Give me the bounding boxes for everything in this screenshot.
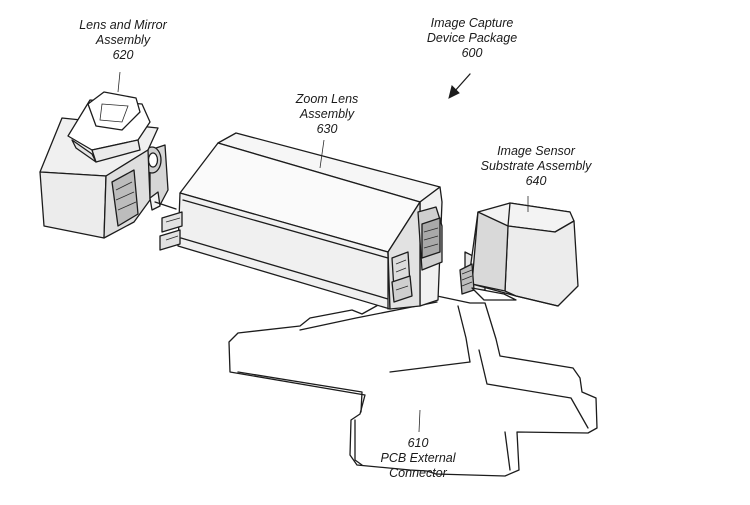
lens-leader-line xyxy=(117,71,121,93)
label-lens-mirror-assembly: Lens and Mirror Assembly 620 xyxy=(64,18,182,63)
label-zoom-line2: Assembly xyxy=(299,107,355,121)
label-sensor-ref: 640 xyxy=(525,174,547,188)
label-package-line1: Image Capture xyxy=(430,16,514,30)
package-arrow xyxy=(448,73,471,99)
label-pcb-ref: 610 xyxy=(407,436,429,450)
label-package-line2: Device Package xyxy=(426,31,518,45)
zoom-leader-line xyxy=(319,139,325,169)
label-pcb-external-connector: 610 PCB External Connector xyxy=(360,436,476,481)
label-lens-mirror-line1: Lens and Mirror xyxy=(79,18,167,32)
label-lens-mirror-line2: Assembly xyxy=(95,33,151,47)
label-image-sensor-substrate-assembly: Image Sensor Substrate Assembly 640 xyxy=(466,144,606,189)
image-sensor-assembly xyxy=(459,196,579,307)
label-pcb-line2: Connector xyxy=(389,466,447,480)
label-sensor-line1: Image Sensor xyxy=(497,144,575,158)
pcb-external-connector xyxy=(228,295,598,477)
label-zoom-line1: Zoom Lens xyxy=(295,92,359,106)
label-zoom-ref: 630 xyxy=(316,122,338,136)
label-lens-mirror-ref: 620 xyxy=(112,48,134,62)
zoom-lens-assembly xyxy=(159,132,443,310)
label-image-capture-device-package: Image Capture Device Package 600 xyxy=(412,16,532,61)
label-package-ref: 600 xyxy=(461,46,483,60)
pcb-leader-line xyxy=(418,409,421,433)
label-zoom-lens-assembly: Zoom Lens Assembly 630 xyxy=(282,92,372,137)
label-sensor-line2: Substrate Assembly xyxy=(480,159,592,173)
label-pcb-line1: PCB External xyxy=(380,451,456,465)
lens-mirror-assembly xyxy=(39,71,177,239)
